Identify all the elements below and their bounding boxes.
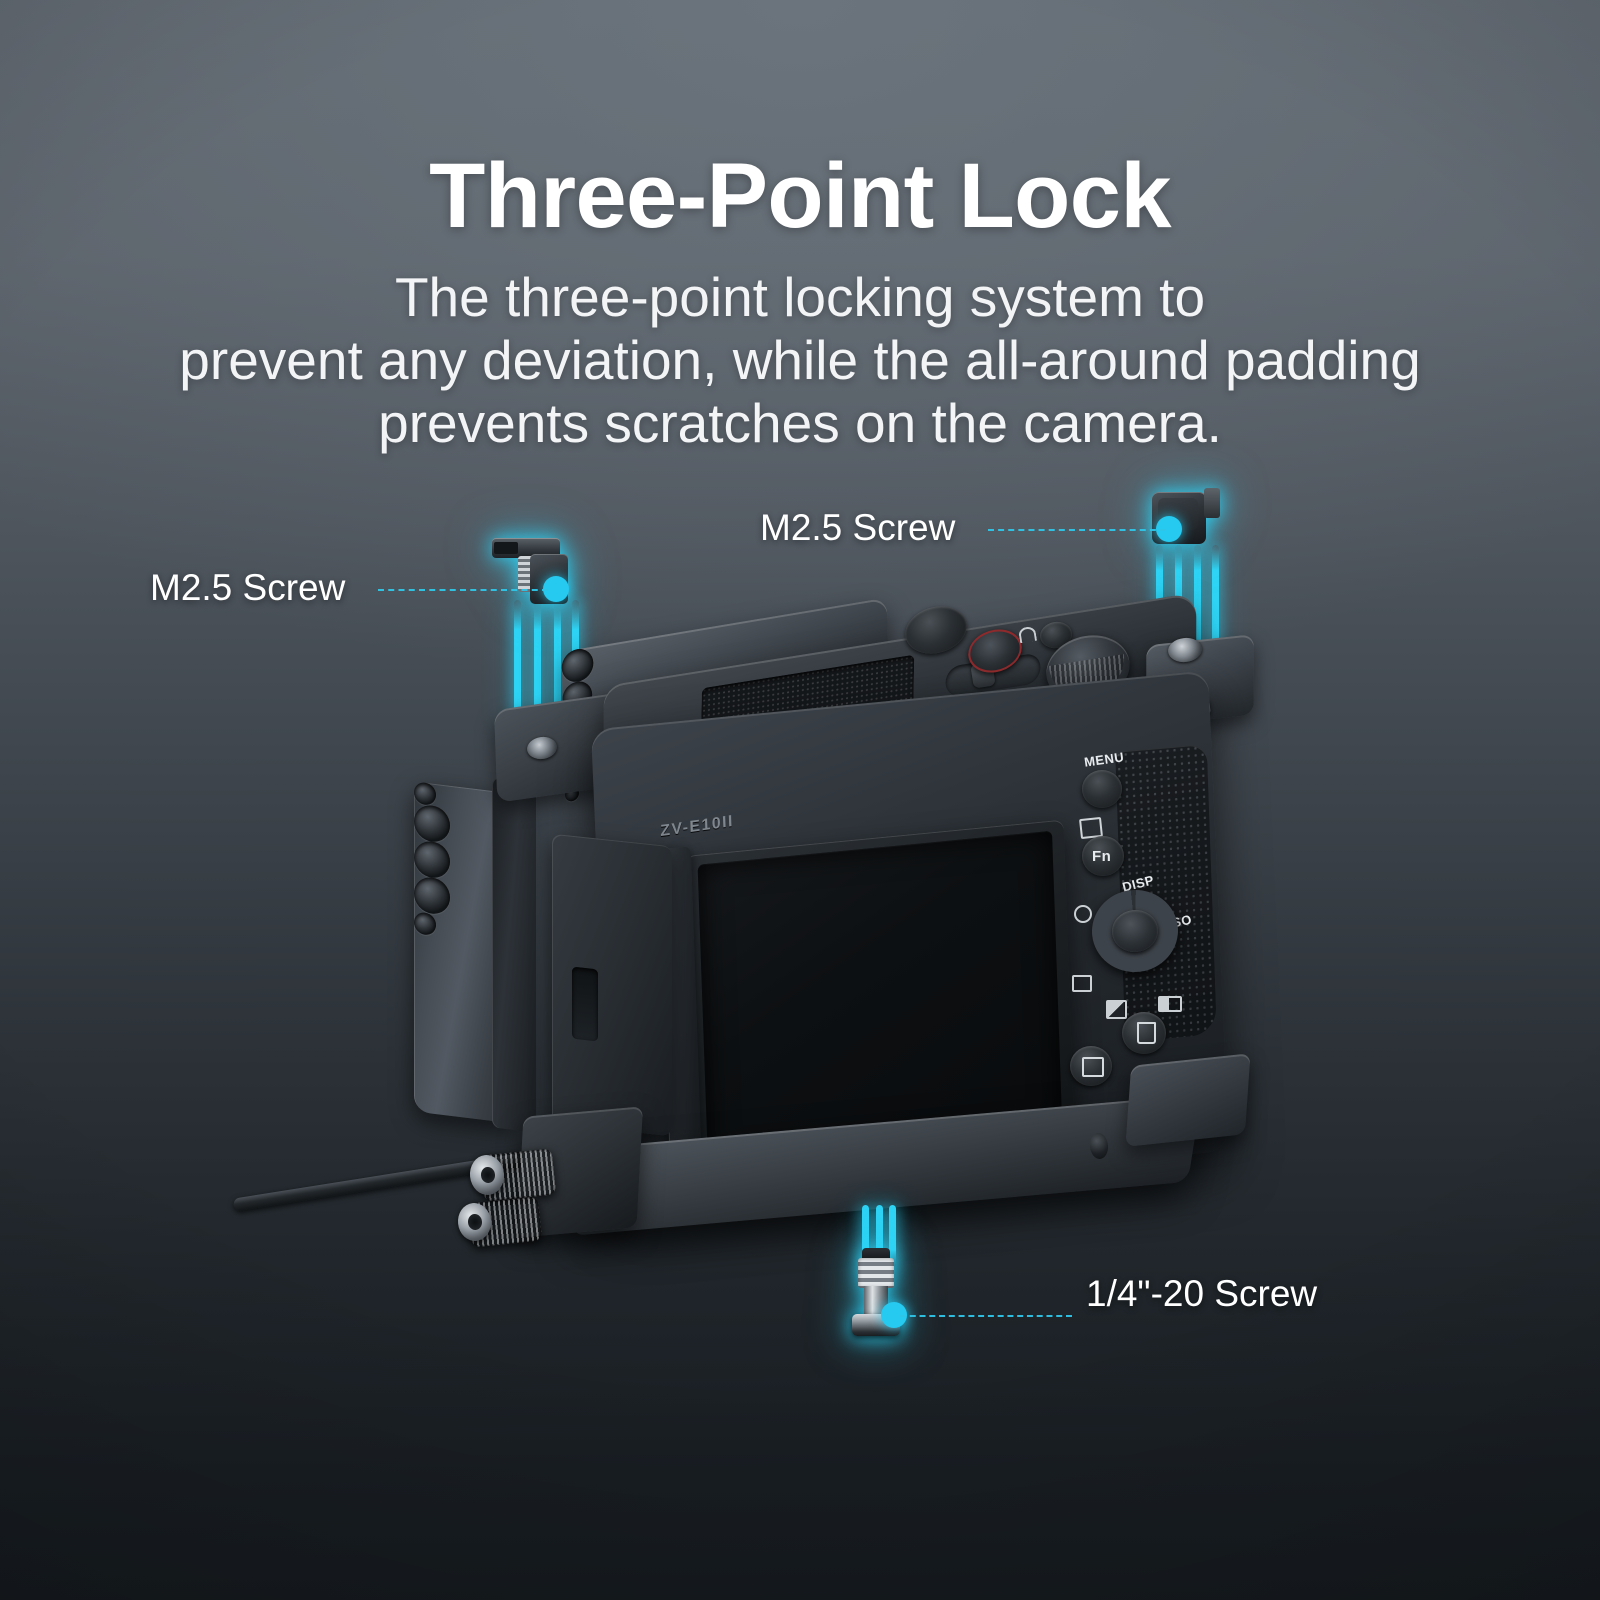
callout-label-quarter-twenty: 1/4"-20 Screw [1086, 1273, 1318, 1314]
cage-right-wing [1125, 1053, 1251, 1147]
callout-label-m25-left: M2.5 Screw [150, 567, 346, 608]
callout-label-m25-right: M2.5 Screw [760, 507, 956, 548]
leader-line-bottom [900, 1315, 1072, 1317]
fn-label: Fn [1092, 848, 1112, 865]
subtitle-line-1: The three-point locking system to [394, 266, 1206, 328]
playback-button[interactable] [1070, 1046, 1112, 1086]
heading-block: Three-Point Lock The three-point locking… [0, 0, 1600, 455]
trash-icon [1137, 1022, 1156, 1044]
self-timer-icon [1074, 905, 1092, 923]
exposure-comp-icon [1106, 1000, 1127, 1019]
playback-icon [1082, 1057, 1104, 1077]
page-title: Three-Point Lock [429, 145, 1171, 247]
subtitle-line-2: prevent any deviation, while the all-aro… [179, 329, 1421, 391]
page-subtitle: The three-point locking system to preven… [0, 244, 1600, 455]
light-beams-bottom [860, 1205, 900, 1267]
drive-mode-icon [1072, 975, 1092, 992]
port-slot [572, 966, 598, 1042]
cage-left-rib [492, 777, 536, 1133]
leader-line-left [378, 589, 548, 591]
delete-button[interactable] [1122, 1012, 1166, 1054]
menu-button[interactable] [1082, 770, 1122, 808]
subtitle-line-3: prevents scratches on the camera. [378, 392, 1222, 454]
fn-button[interactable] [1082, 836, 1124, 876]
leader-line-right [988, 529, 1166, 531]
battery-icon [1158, 996, 1182, 1012]
camera-side-door [552, 833, 672, 1137]
quarter-twenty-screw [848, 1248, 908, 1338]
